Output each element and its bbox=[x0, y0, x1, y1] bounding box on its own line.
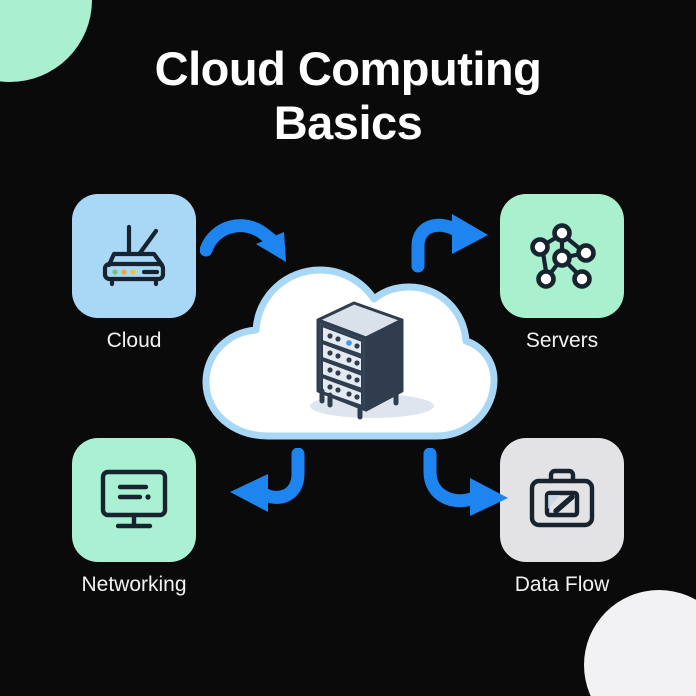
tile-dataflow[interactable] bbox=[500, 438, 624, 562]
tile-label-cloud: Cloud bbox=[106, 329, 162, 352]
arrow-head bbox=[256, 232, 286, 262]
decorative-circle-bottom-right bbox=[584, 590, 696, 696]
tile-label-networking: Networking bbox=[81, 573, 187, 596]
tile-label-dataflow: Data Flow bbox=[514, 573, 610, 596]
tile-networking[interactable] bbox=[72, 438, 196, 562]
arrow-curve bbox=[411, 218, 463, 273]
arrow-curve bbox=[423, 448, 481, 508]
page-title: Cloud Computing Basics bbox=[0, 42, 696, 150]
page-title-line-2: Basics bbox=[273, 96, 423, 150]
briefcase-slash bbox=[553, 494, 575, 514]
tile-cloud[interactable] bbox=[72, 194, 196, 318]
arrow-head bbox=[470, 478, 508, 516]
monitor-icon bbox=[96, 466, 172, 534]
tile-label-servers: Servers bbox=[525, 329, 599, 352]
server-rack-icon bbox=[316, 301, 404, 420]
page-title-line-1: Cloud Computing bbox=[154, 42, 542, 95]
arrow-center-to-dataflow bbox=[420, 448, 516, 520]
arrow-curve bbox=[257, 448, 305, 504]
arrow-curve bbox=[200, 219, 281, 257]
network-nodes-icon bbox=[525, 220, 599, 292]
briefcase-fill-shape bbox=[548, 495, 560, 509]
arrow-cloud-to-center bbox=[200, 214, 292, 276]
router-icon bbox=[96, 221, 172, 291]
arrow-center-to-networking bbox=[224, 448, 316, 520]
briefcase-chart-icon bbox=[526, 465, 598, 535]
arrow-center-to-servers bbox=[408, 208, 500, 274]
tile-servers[interactable] bbox=[500, 194, 624, 318]
arrow-head bbox=[452, 214, 488, 254]
central-cloud-graphic bbox=[196, 258, 500, 444]
arrow-head bbox=[230, 474, 268, 512]
